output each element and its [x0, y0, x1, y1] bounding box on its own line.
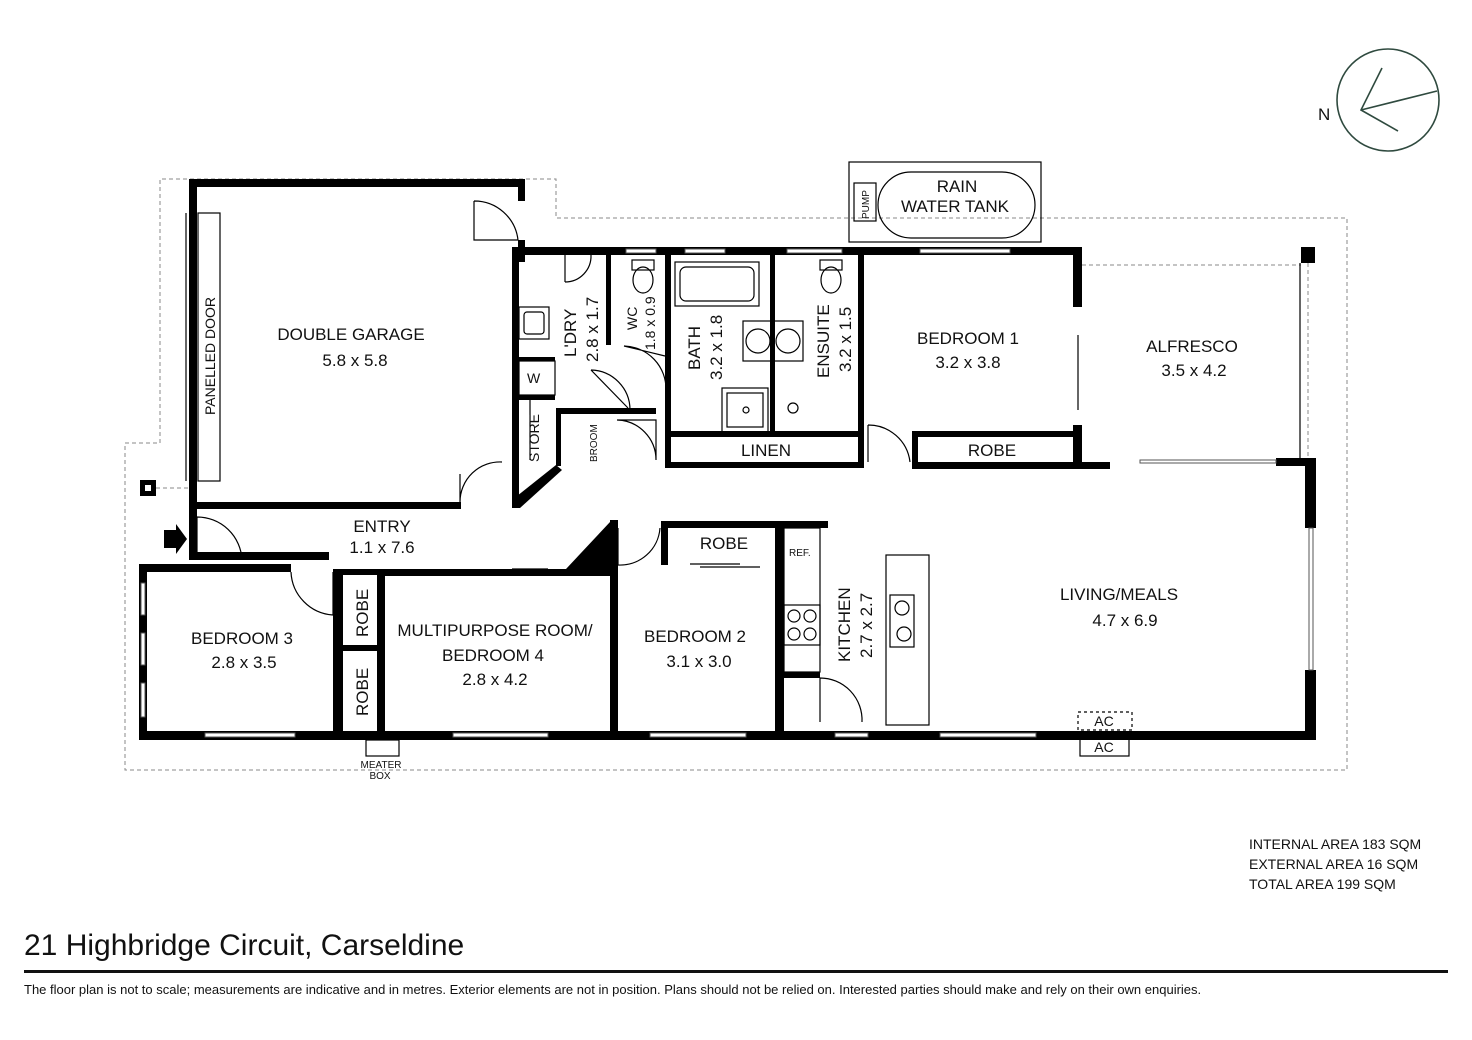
multipurpose-name-1: MULTIPURPOSE ROOM/: [397, 621, 592, 640]
ensuite-name: ENSUITE: [814, 304, 833, 378]
meter-label-2: BOX: [369, 771, 390, 782]
door-swings: [196, 200, 1079, 723]
ref-label: REF.: [789, 548, 811, 559]
alfresco-outline: [1082, 263, 1309, 458]
rain-tank-label-2: WATER TANK: [901, 197, 1010, 216]
panelled-door-label: PANELLED DOOR: [202, 297, 218, 415]
bath-size: 3.2 x 1.8: [707, 315, 726, 380]
robe-b-label: ROBE: [353, 668, 372, 716]
ac-outer-label: AC: [1094, 739, 1113, 755]
linen-label: LINEN: [741, 441, 791, 460]
external-area: EXTERNAL AREA 16 SQM: [1249, 856, 1419, 872]
total-area: TOTAL AREA 199 SQM: [1249, 876, 1396, 892]
entry-name: ENTRY: [353, 517, 410, 536]
laundry-name: L'DRY: [561, 309, 580, 357]
compass-circle: [1336, 48, 1440, 152]
compass-label: N: [1318, 105, 1330, 124]
entry-size: 1.1 x 7.6: [349, 538, 414, 557]
compass: N: [1318, 48, 1440, 152]
broom-label: BROOM: [589, 424, 600, 462]
wc-size: 1.8 x 0.9: [642, 296, 658, 350]
bath-name: BATH: [685, 326, 704, 370]
store-label: STORE: [526, 414, 542, 462]
disclaimer-text: The floor plan is not to scale; measurem…: [24, 982, 1202, 997]
room-labels: DOUBLE GARAGE 5.8 x 5.8 L'DRY 2.8 x 1.7 …: [191, 296, 1238, 782]
area-summary: INTERNAL AREA 183 SQM EXTERNAL AREA 16 S…: [1249, 834, 1421, 894]
bedroom1-name: BEDROOM 1: [917, 329, 1019, 348]
bedroom2-name: BEDROOM 2: [644, 627, 746, 646]
living-name: LIVING/MEALS: [1060, 585, 1178, 604]
robe-bed2-label: ROBE: [700, 534, 748, 553]
fixtures: W: [140, 259, 1133, 757]
wc-name: WC: [624, 307, 640, 330]
meter-label-1: MEATER: [361, 760, 402, 771]
bedroom1-size: 3.2 x 3.8: [935, 353, 1000, 372]
rain-tank-label-1: RAIN: [937, 177, 978, 196]
windows: [140, 248, 1314, 738]
multipurpose-size: 2.8 x 4.2: [462, 670, 527, 689]
laundry-size: 2.8 x 1.7: [583, 297, 602, 362]
garage-size: 5.8 x 5.8: [322, 351, 387, 370]
multipurpose-name-2: BEDROOM 4: [442, 646, 544, 665]
kitchen-size: 2.7 x 2.7: [857, 593, 876, 658]
pump-label: PUMP: [861, 190, 872, 219]
robe-a-label: ROBE: [353, 589, 372, 637]
bedroom2-size: 3.1 x 3.0: [666, 652, 731, 671]
internal-area: INTERNAL AREA 183 SQM: [1249, 836, 1422, 852]
compass-arrow-icon: [1359, 67, 1399, 132]
entry-arrow-icon: [164, 524, 187, 554]
site-boundary: [124, 178, 1348, 771]
rain-water-tank: PUMP RAIN WATER TANK: [848, 161, 1042, 243]
washer-label: W: [527, 370, 541, 386]
bedroom3-size: 2.8 x 3.5: [211, 653, 276, 672]
living-size: 4.7 x 6.9: [1092, 611, 1157, 630]
property-address: 21 Highbridge Circuit, Carseldine: [24, 929, 465, 962]
kitchen-name: KITCHEN: [835, 587, 854, 662]
ensuite-size: 3.2 x 1.5: [836, 307, 855, 372]
robe-bed1-label: ROBE: [968, 441, 1016, 460]
garage-name: DOUBLE GARAGE: [277, 325, 424, 344]
bedroom3-name: BEDROOM 3: [191, 629, 293, 648]
alfresco-size: 3.5 x 4.2: [1161, 361, 1226, 380]
panelled-door: PANELLED DOOR: [185, 212, 221, 482]
alfresco-name: ALFRESCO: [1146, 337, 1238, 356]
divider: [24, 970, 1448, 973]
compass-needle: [1360, 90, 1438, 111]
ac-inner-label: AC: [1094, 713, 1113, 729]
